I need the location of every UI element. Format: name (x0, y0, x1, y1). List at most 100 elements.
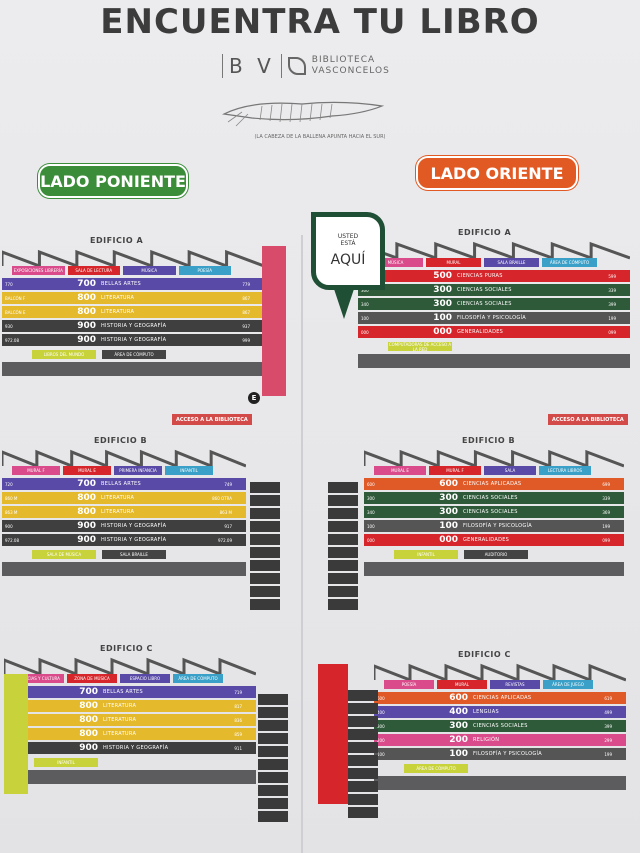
floor-end: 719 (234, 689, 242, 695)
floor-label: CIENCIAS APLICADAS (463, 481, 522, 487)
stairs-column (250, 482, 280, 612)
floor-label: HISTORIA Y GEOGRAFÍA (103, 745, 169, 751)
floor-number: 600 (449, 693, 468, 703)
floor-number: 300 (433, 299, 452, 309)
floor-row: 800800LITERATURA817 (4, 700, 256, 712)
stair-step (348, 755, 378, 766)
floor-label: LITERATURA (101, 509, 135, 515)
room-tag: SALA DE LECTURA (67, 266, 120, 275)
building-title: EDIFICIO C (458, 650, 511, 659)
floor-label: CIENCIAS APLICADAS (473, 695, 532, 701)
floor-number: 700 (79, 687, 98, 697)
floor-code: 600 (367, 481, 375, 487)
roof-shape (4, 657, 256, 676)
roof-line (2, 449, 246, 468)
stair-step (258, 733, 288, 744)
stair-step (258, 720, 288, 731)
floor-end: 749 (224, 481, 232, 487)
stair-step (348, 690, 378, 701)
stair-step (328, 534, 358, 545)
floor-code: 770 (5, 281, 13, 287)
floor-end: 099 (602, 537, 610, 543)
floor-end: 779 (242, 281, 250, 287)
stairs-column (328, 482, 358, 612)
stair-step (348, 768, 378, 779)
floor-code: 200 (377, 737, 385, 743)
floor-label: FILOSOFÍA Y PSICOLOGÍA (457, 315, 527, 321)
stair-step (258, 707, 288, 718)
room-tag: MÚSICA (123, 266, 176, 275)
floor-label: LITERATURA (101, 495, 135, 501)
floor-number: 300 (433, 285, 452, 295)
room-tag: INFANTIL (165, 466, 213, 475)
stair-step (328, 599, 358, 610)
roof-shape (374, 663, 626, 682)
floor-number: 000 (433, 327, 452, 337)
floor-end: 339 (602, 495, 610, 501)
roof-line (4, 657, 256, 676)
floor-number: 500 (433, 271, 452, 281)
floor-end: 911 (234, 745, 242, 751)
floor-end: 917 (224, 523, 232, 529)
floor-end: 599 (608, 273, 616, 279)
room-tag: ÁREA DE CÓMPUTO (173, 674, 223, 683)
floor-number: 100 (433, 313, 452, 323)
room-tag: INFANTIL (394, 550, 458, 559)
side-column (262, 246, 286, 396)
room-tag: SALA BRAILLE (102, 550, 166, 559)
floor-end: 999 (242, 337, 250, 343)
building-base (2, 562, 246, 576)
stair-step (348, 794, 378, 805)
room-tag: SALA BRAILLE (484, 258, 539, 267)
roof-shape (2, 449, 246, 468)
brand-name-line1: BIBLIOTECA (311, 55, 376, 65)
floor-code: 100 (367, 523, 375, 529)
floor-end: 863 M (219, 509, 232, 515)
room-tag: ÁREA DE CÓMPUTO (542, 258, 597, 267)
stair-step (258, 694, 288, 705)
floor-end: 867 (242, 295, 250, 301)
floor-number: 600 (439, 479, 458, 489)
stair-step (258, 798, 288, 809)
floor-number: 800 (79, 729, 98, 739)
room-tag: MURAL E (63, 466, 111, 475)
floor-number: 200 (449, 735, 468, 745)
floor-label: HISTORIA Y GEOGRAFÍA (101, 537, 167, 543)
floor-label: HISTORIA Y GEOGRAFÍA (101, 323, 167, 329)
center-divider (301, 235, 303, 853)
stair-step (258, 772, 288, 783)
floor-end: 619 (604, 695, 612, 701)
floor-end: 860 OTRA (212, 495, 232, 501)
floor-label: HISTORIA Y GEOGRAFÍA (101, 337, 167, 343)
stair-step (328, 521, 358, 532)
floor-label: CIENCIAS SOCIALES (463, 495, 518, 501)
floor-label: LENGUAS (473, 709, 499, 715)
floor-code: 000 (361, 329, 369, 335)
stair-step (250, 586, 280, 597)
stair-step (348, 716, 378, 727)
room-tag: ZONA DE MÚSICA (67, 674, 117, 683)
stair-step (250, 508, 280, 519)
floor-number: 300 (439, 507, 458, 517)
floor-code: 900 (5, 523, 13, 529)
roof-shape (2, 249, 264, 268)
floor-number: 900 (77, 521, 96, 531)
room-tag: CIENCIAS Y CULTURA (14, 674, 64, 683)
whale-skeleton-icon (222, 101, 385, 127)
stair-step (250, 495, 280, 506)
roof-shape (364, 449, 624, 468)
room-tag: MURAL (437, 680, 487, 689)
